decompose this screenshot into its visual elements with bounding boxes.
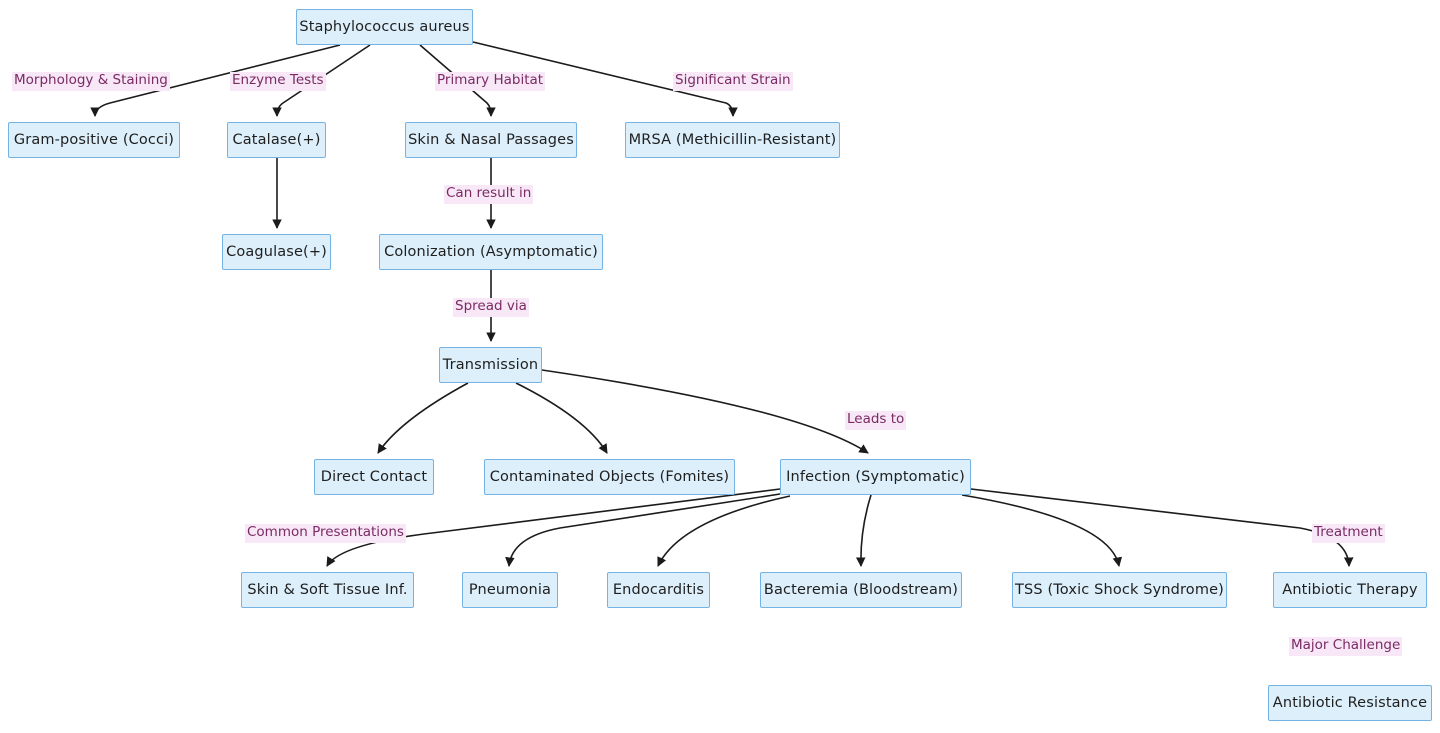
node-coagulase[interactable]: Coagulase(+): [222, 234, 331, 270]
edge-infection-bacteremia: [855, 494, 872, 567]
edge-label-staph-to-catalase: Enzyme Tests: [230, 72, 326, 91]
node-sst[interactable]: Skin & Soft Tissue Inf.: [241, 572, 414, 608]
node-therapy[interactable]: Antibiotic Therapy: [1273, 572, 1427, 608]
edge-label-therapy-to-resistance: Major Challenge: [1289, 637, 1403, 656]
edge-infection-tss: [961, 494, 1123, 567]
node-endocarditis[interactable]: Endocarditis: [607, 572, 710, 608]
edge-label-transmission-to-infection: Leads to: [845, 411, 907, 430]
edge-label-infection-to-sst: Common Presentations: [245, 524, 406, 543]
edge-label-habitat-to-colonization: Can result in: [444, 185, 534, 204]
node-fomites[interactable]: Contaminated Objects (Fomites): [484, 459, 735, 495]
edge-label-staph-to-gram: Morphology & Staining: [12, 72, 170, 91]
edge-infection-pneumonia: [505, 493, 781, 567]
node-habitat[interactable]: Skin & Nasal Passages: [405, 122, 577, 158]
edge-transmission-infection: [541, 369, 869, 454]
node-gram[interactable]: Gram-positive (Cocci): [8, 122, 180, 158]
node-staph[interactable]: Staphylococcus aureus: [296, 9, 473, 45]
edge-infection-therapy: [970, 488, 1354, 567]
edge-transmission-direct: [377, 382, 469, 454]
node-pneumonia[interactable]: Pneumonia: [462, 572, 558, 608]
edge-label-staph-to-habitat: Primary Habitat: [435, 72, 546, 91]
node-colonization[interactable]: Colonization (Asymptomatic): [379, 234, 603, 270]
node-tss[interactable]: TSS (Toxic Shock Syndrome): [1012, 572, 1227, 608]
edge-label-infection-to-therapy: Treatment: [1312, 524, 1385, 543]
node-catalase[interactable]: Catalase(+): [227, 122, 326, 158]
edge-transmission-fomites: [515, 382, 608, 454]
node-infection[interactable]: Infection (Symptomatic): [780, 459, 971, 495]
node-resistance[interactable]: Antibiotic Resistance: [1268, 685, 1432, 721]
edge-infection-endocarditis: [657, 495, 791, 567]
edge-label-colonization-to-transmission: Spread via: [453, 298, 529, 317]
node-direct[interactable]: Direct Contact: [314, 459, 434, 495]
node-transmission[interactable]: Transmission: [439, 347, 542, 383]
node-mrsa[interactable]: MRSA (Methicillin-Resistant): [625, 122, 840, 158]
node-bacteremia[interactable]: Bacteremia (Bloodstream): [760, 572, 962, 608]
edge-label-staph-to-mrsa: Significant Strain: [673, 72, 793, 91]
